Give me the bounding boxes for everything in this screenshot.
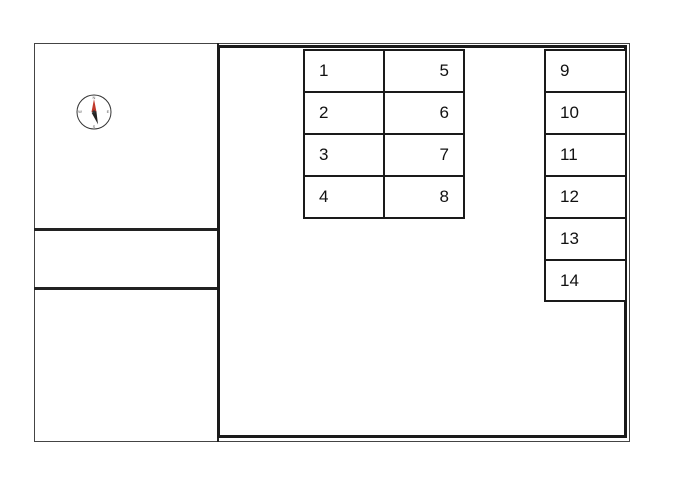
cell-7: 7 bbox=[383, 133, 465, 177]
cell-4: 4 bbox=[303, 175, 385, 219]
cell-8-label: 8 bbox=[439, 187, 449, 206]
compass-north-letter: N bbox=[93, 95, 96, 100]
floor-plan-frame bbox=[34, 43, 630, 442]
cell-7-label: 7 bbox=[439, 145, 449, 164]
left-corridor bbox=[34, 228, 219, 290]
cell-14-label: 14 bbox=[560, 270, 579, 290]
compass-south-letter: S bbox=[93, 124, 96, 129]
cell-12-label: 12 bbox=[560, 187, 579, 206]
cell-14: 14 bbox=[544, 259, 627, 302]
compass-icon-graphic: N E S W bbox=[76, 94, 112, 130]
cell-3: 3 bbox=[303, 133, 385, 177]
cell-10-label: 10 bbox=[560, 103, 579, 122]
compass-west-letter: W bbox=[78, 109, 82, 114]
cell-2-label: 2 bbox=[319, 103, 329, 122]
cell-1: 1 bbox=[303, 49, 385, 93]
cell-12: 12 bbox=[544, 175, 627, 219]
cell-5-label: 5 bbox=[439, 61, 449, 80]
cell-6: 6 bbox=[383, 91, 465, 135]
cell-13-label: 13 bbox=[560, 229, 579, 248]
compass-icon: N E S W bbox=[75, 93, 113, 131]
cell-1-label: 1 bbox=[319, 61, 329, 80]
cell-9-label: 9 bbox=[560, 61, 570, 80]
cell-8: 8 bbox=[383, 175, 465, 219]
cell-9: 9 bbox=[544, 49, 627, 93]
cell-5: 5 bbox=[383, 49, 465, 93]
left-bottom-room bbox=[34, 289, 219, 442]
cell-3-label: 3 bbox=[319, 145, 329, 164]
left-top-room bbox=[34, 43, 219, 229]
cell-11-label: 11 bbox=[560, 145, 578, 164]
compass-east-letter: E bbox=[107, 109, 110, 114]
cell-10: 10 bbox=[544, 91, 627, 135]
cell-2: 2 bbox=[303, 91, 385, 135]
cell-13: 13 bbox=[544, 217, 627, 261]
cell-11: 11 bbox=[544, 133, 627, 177]
cell-4-label: 4 bbox=[319, 187, 329, 206]
cell-6-label: 6 bbox=[439, 103, 449, 122]
